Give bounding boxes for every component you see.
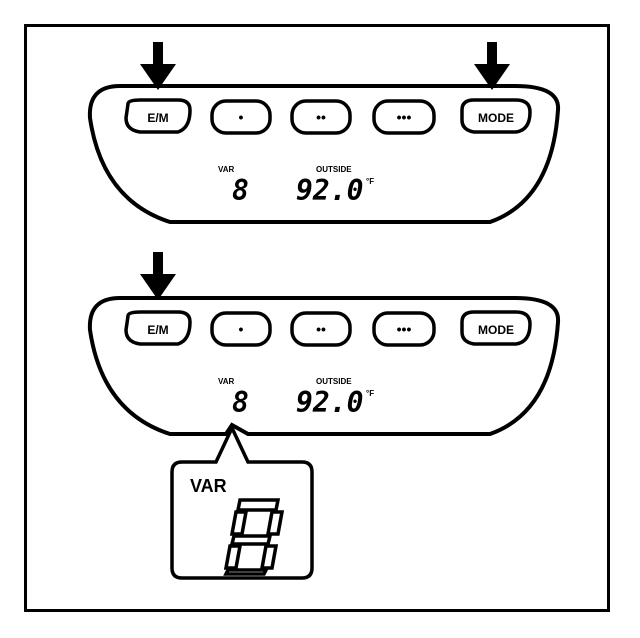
two-dot-button-label: •• (316, 321, 326, 337)
outside-temperature: 92.0 (296, 386, 363, 419)
two-dot-button-label: •• (316, 109, 326, 125)
mode-button-label: MODE (478, 111, 514, 125)
outside-label: OUTSIDE (316, 377, 352, 386)
callout-var-label: VAR (190, 476, 227, 496)
three-dot-button[interactable]: ••• (372, 99, 436, 135)
display-panel-top: E/M • •• ••• MODE VAR 8 OUTSIDE 92.0 °F (87, 84, 561, 224)
one-dot-button[interactable]: • (210, 99, 272, 135)
callout-segment-digit: 8 (0, 0, 285, 576)
mode-button[interactable]: MODE (460, 98, 532, 134)
two-dot-button[interactable]: •• (290, 99, 352, 135)
panel-outline (87, 84, 561, 224)
var-callout: VAR 8 (0, 0, 314, 580)
one-dot-button-label: • (239, 321, 244, 337)
three-dot-button-label: ••• (397, 109, 412, 125)
var-label: VAR (218, 165, 235, 174)
temp-unit: °F (366, 177, 374, 186)
var-digit: 8 (232, 174, 249, 207)
em-button[interactable]: E/M (124, 310, 192, 346)
callout-outline (170, 423, 314, 580)
var-digit: 8 (232, 386, 249, 419)
mode-button[interactable]: MODE (460, 310, 532, 346)
mode-button-label: MODE (478, 323, 514, 337)
panel-outline (87, 296, 561, 436)
arrow-to-em-top (140, 42, 176, 90)
three-dot-button[interactable]: ••• (372, 311, 436, 347)
one-dot-button-label: • (239, 109, 244, 125)
one-dot-button[interactable]: • (210, 311, 272, 347)
display-panel-bottom: E/M • •• ••• MODE VAR 8 OUTSIDE 92.0 °F (87, 296, 561, 436)
em-button-label: E/M (147, 111, 168, 125)
outside-label: OUTSIDE (316, 165, 352, 174)
arrow-to-mode-top (474, 42, 510, 90)
var-label: VAR (218, 377, 235, 386)
temp-unit: °F (366, 389, 374, 398)
two-dot-button[interactable]: •• (290, 311, 352, 347)
em-button-label: E/M (147, 323, 168, 337)
em-button[interactable]: E/M (124, 98, 192, 134)
three-dot-button-label: ••• (397, 321, 412, 337)
callout-digit-value: 8 (0, 0, 1, 1)
arrow-to-em-bottom (140, 252, 176, 300)
outside-temperature: 92.0 (296, 174, 363, 207)
